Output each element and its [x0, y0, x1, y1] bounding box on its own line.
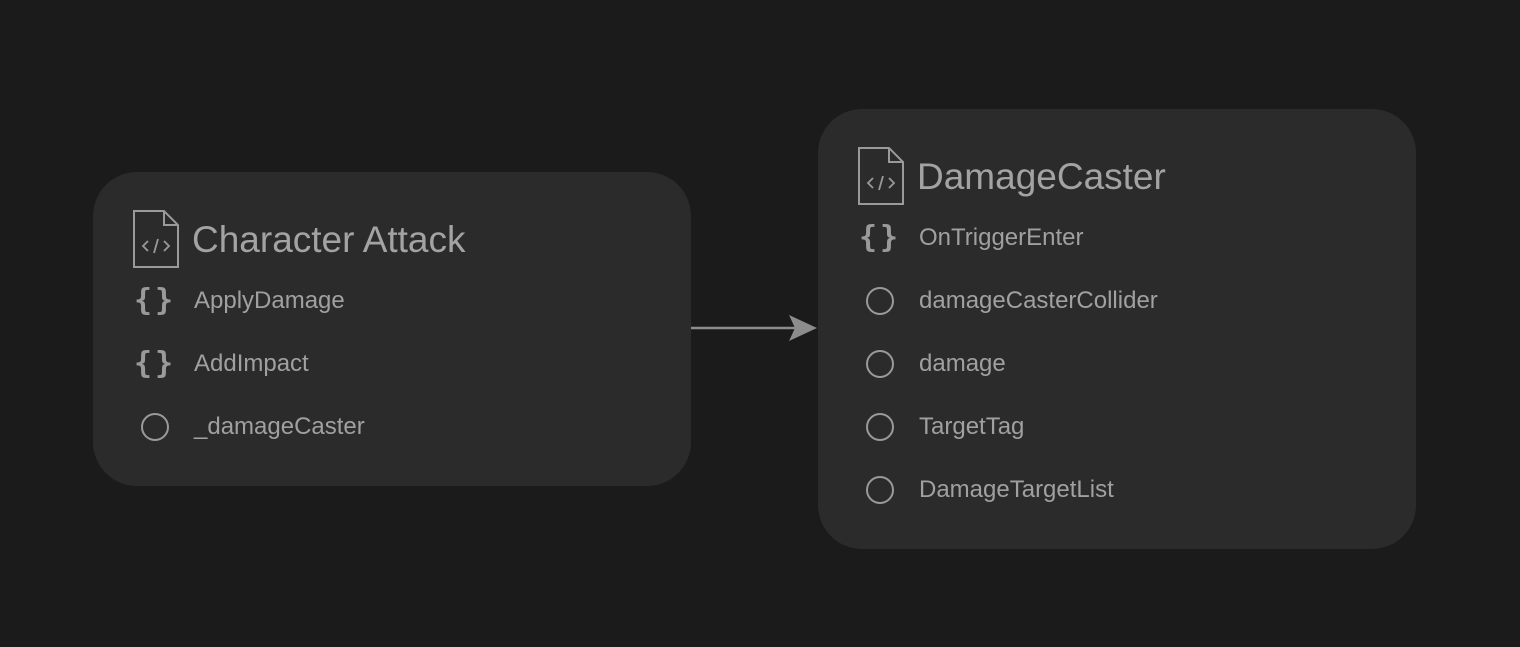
member-label: damage: [919, 350, 1006, 377]
member-label: TargetTag: [919, 413, 1025, 440]
circle-icon: [863, 410, 897, 444]
member-field[interactable]: TargetTag: [863, 409, 1024, 445]
node-title: Character Attack: [192, 218, 466, 260]
member-label: _damageCaster: [194, 413, 365, 440]
member-label: ApplyDamage: [194, 287, 345, 314]
member-label: OnTriggerEnter: [919, 224, 1084, 251]
member-field[interactable]: DamageTargetList: [863, 472, 1114, 508]
node-title: DamageCaster: [917, 155, 1166, 197]
member-method[interactable]: {} AddImpact: [133, 346, 309, 382]
member-method[interactable]: {} OnTriggerEnter: [858, 220, 1084, 256]
node-character-attack[interactable]: Character Attack {} ApplyDamage {} AddIm…: [93, 172, 691, 486]
member-field[interactable]: damageCasterCollider: [863, 283, 1158, 319]
node-damage-caster[interactable]: DamageCaster {} OnTriggerEnter damageCas…: [818, 109, 1416, 549]
circle-icon: [138, 410, 172, 444]
node-header: Character Attack: [132, 209, 466, 269]
node-header: DamageCaster: [857, 146, 1166, 206]
code-file-icon: [132, 209, 180, 269]
circle-icon: [863, 347, 897, 381]
member-label: DamageTargetList: [919, 476, 1114, 503]
member-field[interactable]: damage: [863, 346, 1006, 382]
braces-icon: {}: [133, 283, 177, 318]
member-label: damageCasterCollider: [919, 287, 1158, 314]
member-method[interactable]: {} ApplyDamage: [133, 283, 345, 319]
braces-icon: {}: [133, 346, 177, 381]
member-field[interactable]: _damageCaster: [138, 409, 365, 445]
code-file-icon: [857, 146, 905, 206]
braces-icon: {}: [858, 220, 902, 255]
circle-icon: [863, 284, 897, 318]
circle-icon: [863, 473, 897, 507]
member-label: AddImpact: [194, 350, 309, 377]
